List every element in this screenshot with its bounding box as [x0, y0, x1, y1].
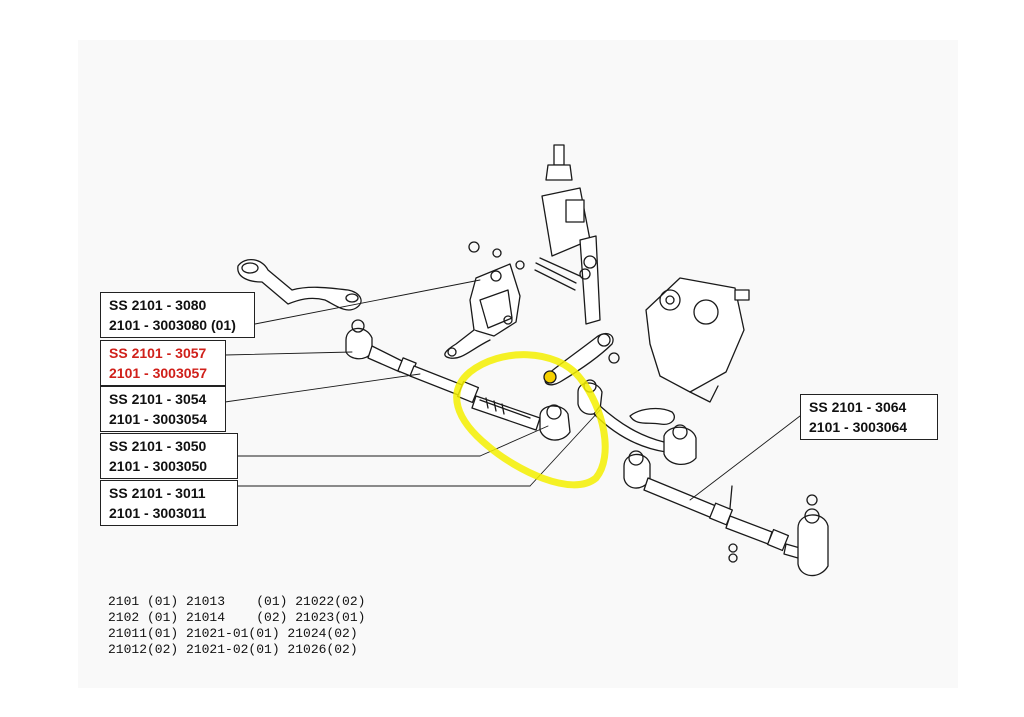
- oem-number: 2101 - 3003080 (01): [109, 317, 236, 333]
- bolts-part: [534, 257, 581, 291]
- vehicle-applicability-table: 2101 (01) 21013 (01) 21022(02) 2102 (01)…: [108, 594, 365, 658]
- part-label-3011: SS 2101 - 3011 2101 - 3003011: [100, 480, 238, 526]
- right-tie-rod-part: [623, 450, 801, 563]
- applicability-row: 2102 (01) 21014 (02) 21023(01): [108, 610, 366, 625]
- part-code: SS 2101 - 3050: [109, 438, 207, 454]
- part-label-3057: SS 2101 - 3057 2101 - 3003057: [100, 340, 226, 386]
- pitman-arm-part: [237, 259, 362, 311]
- part-code: SS 2101 - 3057: [109, 345, 207, 361]
- oem-number: 2101 - 3003054: [109, 411, 208, 427]
- left-inner-ball-joint-part: [539, 404, 571, 441]
- part-code: SS 2101 - 3011: [109, 485, 206, 501]
- part-code: SS 2101 - 3064: [809, 399, 907, 415]
- oem-number: 2101 - 3003057: [109, 365, 208, 381]
- oem-number: 2101 - 3003064: [809, 419, 908, 435]
- part-code: SS 2101 - 3054: [109, 391, 207, 407]
- right-tie-rod-end-part: [797, 494, 829, 577]
- applicability-row: 21011(01) 21021-01(01) 21024(02): [108, 626, 358, 641]
- idler-bracket-part: [444, 241, 525, 359]
- idler-arm-part: [543, 332, 620, 386]
- applicability-row: 2101 (01) 21013 (01) 21022(02): [108, 594, 366, 609]
- left-adjusting-sleeve-part: [409, 365, 541, 431]
- highlight-ellipse: [453, 351, 609, 489]
- part-label-3050: SS 2101 - 3050 2101 - 3003050: [100, 433, 238, 479]
- idler-shaft-part: [541, 144, 601, 325]
- part-label-3064: SS 2101 - 3064 2101 - 3003064: [800, 394, 938, 440]
- leader-lines: [224, 279, 801, 501]
- applicability-row: 21012(02) 21021-02(01) 21026(02): [108, 642, 358, 657]
- oem-number: 2101 - 3003011: [109, 505, 207, 521]
- oem-number: 2101 - 3003050: [109, 458, 208, 474]
- steering-box-part: [629, 277, 750, 425]
- left-tie-rod-end-part: [345, 319, 417, 377]
- part-label-3080: SS 2101 - 3080 2101 - 3003080 (01): [100, 292, 255, 338]
- part-label-3054: SS 2101 - 3054 2101 - 3003054: [100, 386, 226, 432]
- part-code: SS 2101 - 3080: [109, 297, 207, 313]
